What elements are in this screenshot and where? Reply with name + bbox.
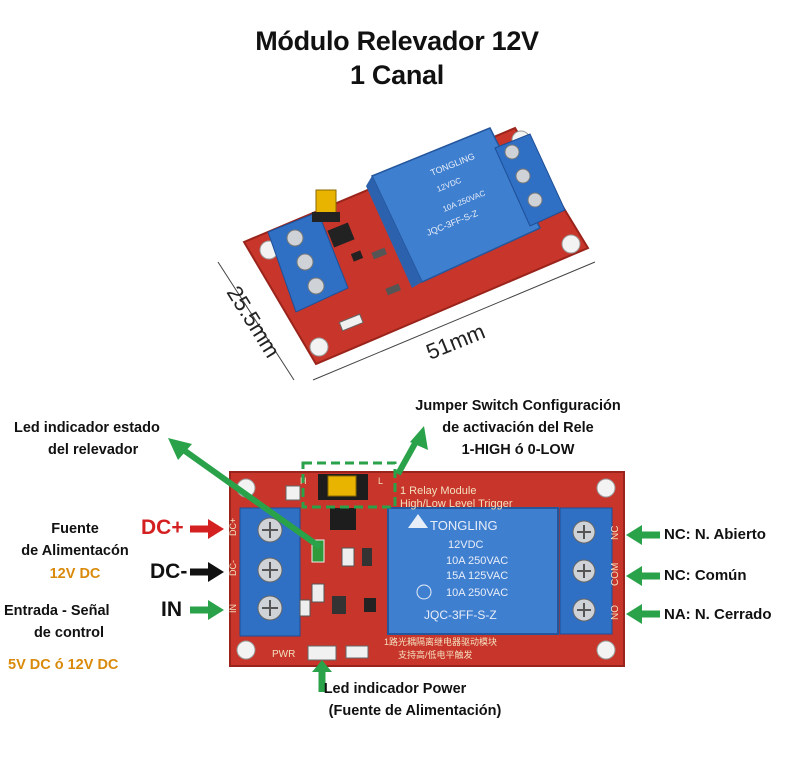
pin-label-no: NO bbox=[610, 605, 621, 620]
relay-rating-1: 10A 250VAC bbox=[446, 555, 508, 567]
pin-label-nc: NC bbox=[610, 526, 621, 540]
dcm-label: DC- bbox=[150, 560, 188, 583]
relay-rating-3: 10A 250VAC bbox=[446, 587, 508, 599]
relay-brand: TONGLING bbox=[430, 518, 498, 533]
board-chinese-1: 1路光耦隔离继电器驱动模块 bbox=[384, 636, 497, 647]
signal-voltage: 5V DC ó 12V DC bbox=[8, 657, 119, 673]
board-title: 1 Relay Module bbox=[400, 485, 476, 497]
led-relay-label-1: Led indicador estado bbox=[14, 420, 160, 436]
width-dimension: 51mm bbox=[423, 319, 489, 365]
pin-label-dcm: DC- bbox=[228, 560, 238, 576]
signal-label-2: de control bbox=[33, 625, 105, 641]
power-led bbox=[307, 645, 337, 661]
jumper-label-3: 1-HIGH ó 0-LOW bbox=[461, 442, 575, 458]
arrow-led-relay bbox=[176, 443, 322, 550]
board-subtitle: High/Low Level Trigger bbox=[400, 498, 513, 510]
led-relay-label-2: del relevador bbox=[48, 442, 139, 458]
in-label: IN bbox=[161, 598, 182, 621]
jumper-highlight bbox=[301, 461, 397, 509]
signal-label-1: Entrada - Señal bbox=[4, 603, 110, 619]
power-led-label-2: (Fuente de Alimentación) bbox=[328, 703, 502, 719]
power-source-label-1: Fuente bbox=[51, 521, 99, 537]
board-chinese-2: 支持高/低电平触发 bbox=[398, 649, 473, 660]
relay-body bbox=[387, 507, 559, 635]
pin-label-dcp: DC+ bbox=[228, 518, 238, 536]
jumper bbox=[327, 475, 357, 497]
pin-label-in: IN bbox=[228, 604, 238, 613]
relay-voltage: 12VDC bbox=[448, 539, 484, 551]
bottom-board: DC+ DC- IN TONGLING 12VDC 10A 250VAC 15A… bbox=[228, 461, 625, 667]
nc-label: NC: N. Abierto bbox=[664, 526, 766, 543]
title-line-2: 1 Canal bbox=[350, 60, 444, 90]
power-source-voltage: 12V DC bbox=[49, 566, 101, 582]
relay-rating-2: 15A 125VAC bbox=[446, 570, 508, 582]
power-source-label-2: de Alimentacón bbox=[21, 543, 129, 559]
power-led-label-1: Led indicador Power bbox=[323, 681, 467, 697]
optocoupler bbox=[330, 508, 356, 530]
title-line-1: Módulo Relevador 12V bbox=[255, 26, 539, 56]
relay-model: JQC-3FF-S-Z bbox=[424, 608, 497, 622]
jumper-l-label: L bbox=[378, 476, 383, 486]
dcp-label: DC+ bbox=[141, 516, 184, 539]
na-label: NA: N. Cerrado bbox=[664, 606, 772, 623]
jumper-label-1: Jumper Switch Configuración bbox=[415, 398, 621, 414]
jumper-label-2: de activación del Rele bbox=[442, 420, 594, 436]
top-board-photo: TONGLING 12VDC 10A 250VAC JQC-3FF-S-Z 25… bbox=[217, 126, 596, 381]
com-label: NC: Común bbox=[664, 567, 747, 584]
pwr-label: PWR bbox=[272, 649, 295, 660]
pin-label-com: COM bbox=[610, 563, 621, 586]
